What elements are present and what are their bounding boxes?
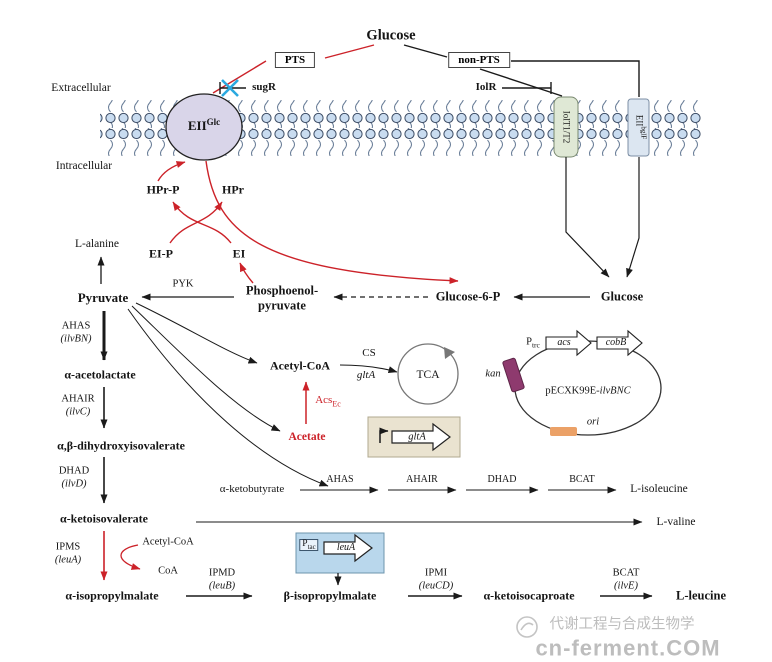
ptrc-promoter-label: Ptrc (526, 336, 540, 350)
leua-cassette-gene-label: leuA (336, 541, 356, 553)
leub-gene-label: (leuB) (208, 580, 236, 592)
non-pts-box: non-PTS (448, 52, 510, 68)
ketoisocaproate-label: α-ketoisocaproate (483, 588, 575, 603)
ei-p-label: EI-P (149, 246, 173, 261)
acetolactate-label: α-acetolactate (64, 367, 136, 382)
ipmi-enzyme-label: IPMI (424, 567, 448, 579)
coa-label: CoA (158, 565, 178, 577)
pyruvate-label: Pyruvate (77, 290, 129, 306)
alpha-isopropylmalate-label: α-isopropylmalate (65, 588, 159, 603)
pts-phosphorelay-arrows (157, 160, 459, 285)
acs-gene-arrow (545, 329, 592, 357)
iso-ahair-label: AHAIR (406, 473, 438, 485)
bglf-label: EIIbglF (634, 114, 648, 140)
leua-gene-paren-label: (leuA) (54, 554, 82, 566)
watermark-cn-text: 代谢工程与合成生物学 (549, 616, 695, 633)
plasmid-map (502, 329, 662, 436)
ketobutyrate-label: α-ketobutyrate (219, 483, 285, 496)
acetyl-coa-label: Acetyl-CoA (270, 358, 330, 373)
acs-gene-label: acs (557, 336, 571, 348)
hpr-label: HPr (222, 182, 244, 197)
uptake-routing-lines (212, 44, 640, 97)
glucose-intracellular-label: Glucose (600, 289, 644, 304)
acetate-label: Acetate (288, 430, 326, 443)
pep-label-line1: Phosphoenol- (245, 283, 319, 298)
acs-ec-label: AcsEc (315, 394, 341, 409)
iso-bcat-label: BCAT (569, 473, 595, 485)
iso-dhad-label: DHAD (487, 473, 517, 485)
dhad-enzyme-label: DHAD (58, 465, 90, 477)
ilvd-gene-label: (ilvD) (61, 478, 87, 490)
plasmid-name-label: pECXK99E-ilvBNC (545, 385, 631, 397)
glucose-top-label: Glucose (366, 27, 416, 44)
kan-label: kan (485, 368, 501, 380)
leucine-chain-arrows (100, 311, 653, 600)
dihydroxyisovalerate-label: α,β-dihydroxyisovalerate (57, 438, 185, 453)
glta-italic-label: gltA (356, 369, 376, 382)
l-valine-label: L-valine (656, 515, 696, 528)
cobb-gene-arrow (596, 329, 643, 357)
blue-cross-icon (221, 79, 239, 97)
ei-label: EI (232, 246, 246, 261)
glucose-6p-label: Glucose-6-P (435, 289, 501, 304)
glta-cassette-gene-label: gltA (408, 431, 426, 443)
leucd-gene-label: (leuCD) (418, 580, 454, 592)
sugr-label: sugR (252, 81, 276, 94)
pyruvate-branch-arrows (127, 302, 329, 487)
l-isoleucine-label: L-isoleucine (630, 482, 688, 495)
ketoisovalerate-label: α-ketoisovalerate (59, 511, 149, 526)
cs-label: CS (362, 347, 376, 360)
cobb-gene-label: cobB (605, 336, 627, 348)
acetate-tca-graphics (302, 343, 459, 424)
ilvbn-gene-label: (ilvBN) (60, 333, 92, 345)
glta-cassette (367, 416, 461, 458)
pts-box: PTS (274, 52, 316, 68)
glycolysis-arrows (97, 256, 590, 301)
hpr-p-label: HPr-P (146, 182, 180, 197)
ahair-enzyme-label: AHAIR (61, 393, 95, 405)
pyk-label: PYK (172, 278, 194, 290)
pep-label-line2: pyruvate (258, 298, 306, 313)
watermark-site-text: cn-ferment.COM (535, 635, 721, 661)
ipms-enzyme-label: IPMS (55, 541, 81, 553)
beta-isopropylmalate-label: β-isopropylmalate (283, 588, 377, 603)
bglf-transporter (627, 98, 650, 157)
ilve-gene-label: (ilvE) (614, 580, 638, 592)
ori-label: ori (586, 416, 600, 428)
kan-marker (502, 357, 525, 393)
intracellular-label: Intracellular (55, 159, 113, 172)
acetyl-coa-substrate-label: Acetyl-CoA (142, 536, 194, 548)
iolr-label: IolR (475, 81, 497, 94)
tca-cycle-circle (397, 343, 459, 405)
tca-label: TCA (416, 368, 440, 381)
iolt-label: IolT1/T2 (561, 110, 572, 144)
watermark-logo-icon (516, 616, 538, 638)
eii-glc-protein (165, 93, 243, 161)
nonpts-glucose-arrows (565, 157, 640, 278)
ilvc-gene-label: (ilvC) (65, 406, 91, 418)
bcat-enzyme-label: BCAT (612, 567, 640, 579)
ahas-enzyme-label: AHAS (61, 320, 91, 332)
l-alanine-label: L-alanine (74, 237, 120, 250)
leua-gene-arrow (323, 533, 373, 563)
glta-gene-arrow (391, 422, 451, 452)
tca-arrowhead (444, 347, 455, 359)
ori-marker (550, 427, 577, 436)
eii-glc-label: EIIGlc (187, 116, 221, 134)
ipmd-enzyme-label: IPMD (208, 567, 236, 579)
ptac-promoter-label: Ptac (299, 539, 319, 551)
extracellular-label: Extracellular (51, 81, 111, 94)
l-leucine-label: L-leucine (676, 588, 726, 603)
iso-ahas-label: AHAS (326, 473, 354, 485)
